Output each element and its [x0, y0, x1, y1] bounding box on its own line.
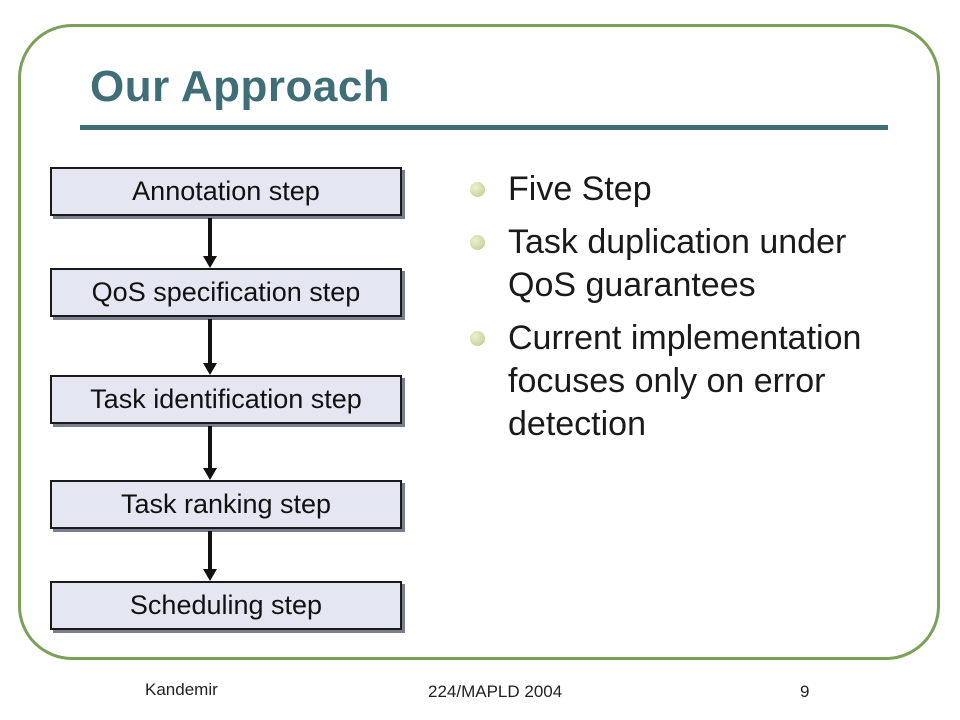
bullet-text: Five Step: [508, 170, 652, 208]
slide-title: Our Approach: [90, 62, 391, 111]
flow-arrow-4: [203, 531, 217, 581]
title-underline: [80, 125, 888, 130]
footer-page-number: 9: [800, 682, 810, 701]
flow-step-scheduling: Scheduling step: [50, 581, 402, 630]
bullet-text: Task duplication under QoS guarantees: [508, 223, 847, 304]
flow-arrow-3: [203, 426, 217, 480]
flow-arrow-1: [203, 218, 217, 268]
flow-step-qos-specification: QoS specification step: [50, 268, 402, 317]
flow-step-task-ranking: Task ranking step: [50, 480, 402, 529]
bullet-dot-icon: [470, 182, 485, 197]
bullet-dot-icon: [470, 235, 485, 250]
bullet-dot-icon: [470, 331, 485, 346]
bullet-item: Current implementation focuses only on e…: [470, 317, 910, 446]
bullet-item: Five Step: [470, 168, 910, 211]
flow-step-annotation: Annotation step: [50, 167, 402, 216]
flow-arrow-2: [203, 319, 217, 375]
footer-author: Kandemir: [145, 680, 218, 699]
bullet-text: Current implementation focuses only on e…: [508, 319, 862, 443]
footer-event: 224/MAPLD 2004: [428, 682, 563, 701]
bullet-item: Task duplication under QoS guarantees: [470, 221, 910, 307]
slide-frame: [18, 24, 940, 660]
bullet-list: Five Step Task duplication under QoS gua…: [470, 168, 910, 456]
flow-step-task-identification: Task identification step: [50, 375, 402, 424]
